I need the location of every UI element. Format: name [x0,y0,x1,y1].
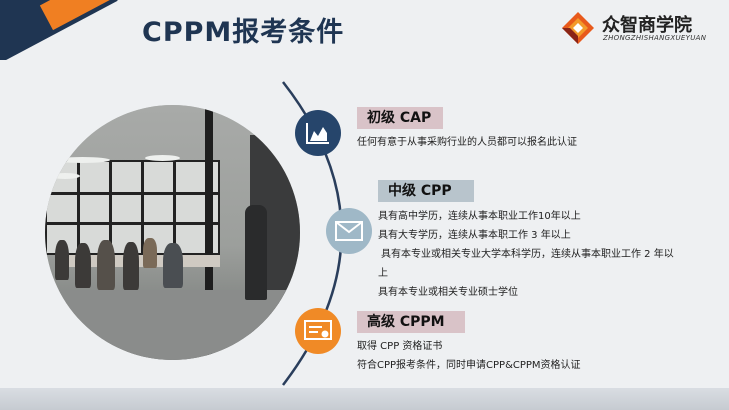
level-junior-label: 初级 CAP [357,107,443,129]
logo-mark-icon [562,12,594,44]
level-junior-description: 任何有意于从事采购行业的人员都可以报名此认证 [357,133,577,152]
level-intermediate-description: 具有高中学历，连续从事本职业工作10年以上 具有大专学历，连续从事本职工作 3 … [378,207,674,302]
description-line: 具有高中学历，连续从事本职业工作10年以上 [378,211,581,222]
level-intermediate-label: 中级 CPP [378,180,474,202]
bottom-bar [0,388,729,410]
certificate-icon [295,308,341,354]
brand-logo: 众智商学院 ZHONGZHISHANGXUEYUAN [560,8,725,48]
meeting-photo [45,105,300,360]
logo-name: 众智商学院 [602,15,692,36]
logo-subtitle: ZHONGZHISHANGXUEYUAN [603,34,707,42]
description-line: 具有本专业或相关专业硕士学位 [378,287,518,298]
description-line: 上 [378,268,388,279]
description-line: 符合CPP报考条件，同时申请CPP&CPPM资格认证 [357,360,581,371]
description-line: 具有大专学历，连续从事本职工作 3 年以上 [378,230,571,241]
description-line: 任何有意于从事采购行业的人员都可以报名此认证 [357,137,577,148]
page-title: CPPM报考条件 [142,17,345,48]
mail-icon [326,208,372,254]
chart-icon [295,110,341,156]
level-senior-description: 取得 CPP 资格证书 符合CPP报考条件，同时申请CPP&CPPM资格认证 [357,337,581,375]
description-line: 具有本专业或相关专业大学本科学历，连续从事本职业工作 2 年以 [381,249,674,260]
level-senior-label: 高级 CPPM [357,311,465,333]
description-line: 取得 CPP 资格证书 [357,341,443,352]
